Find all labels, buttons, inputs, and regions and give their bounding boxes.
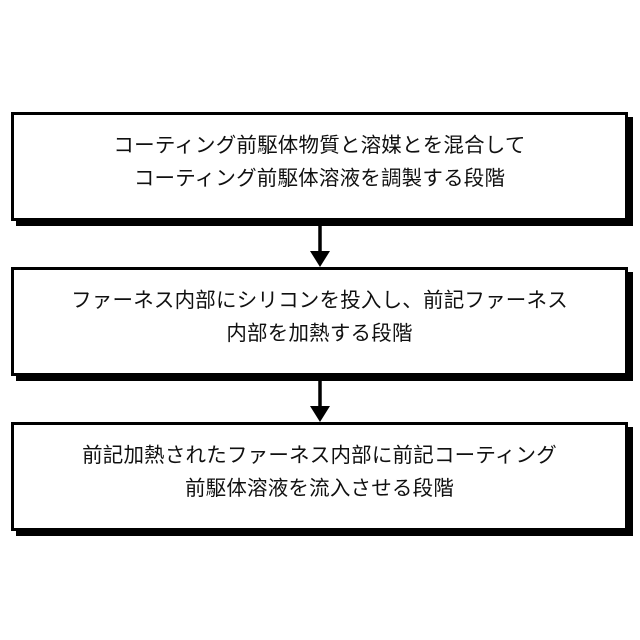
connector-arrow-2: [0, 375, 640, 422]
connector-arrow-2-head: [310, 406, 330, 422]
process-box-step-3: 前記加熱されたファーネス内部に前記コーティング 前駆体溶液を流入させる段階: [11, 422, 628, 531]
process-box-step-2: ファーネス内部にシリコンを投入し、前記ファーネス 内部を加熱する段階: [11, 267, 628, 376]
process-box-step-1-line-2: コーティング前駆体溶液を調製する段階: [133, 166, 506, 190]
connector-arrow-1-head: [310, 251, 330, 267]
process-box-step-3-line-2: 前駆体溶液を流入させる段階: [184, 476, 455, 500]
process-box-step-3-line-1: 前記加熱されたファーネス内部に前記コーティング: [82, 443, 557, 467]
process-box-step-2-line-1: ファーネス内部にシリコンを投入し、前記ファーネス: [71, 288, 568, 312]
process-box-step-2-line-2: 内部を加熱する段階: [226, 321, 413, 345]
connector-arrow-1: [0, 220, 640, 267]
process-box-step-1-line-1: コーティング前駆体物質と溶媒とを混合して: [113, 133, 526, 157]
process-box-step-1: コーティング前駆体物質と溶媒とを混合して コーティング前駆体溶液を調製する段階: [11, 112, 628, 221]
